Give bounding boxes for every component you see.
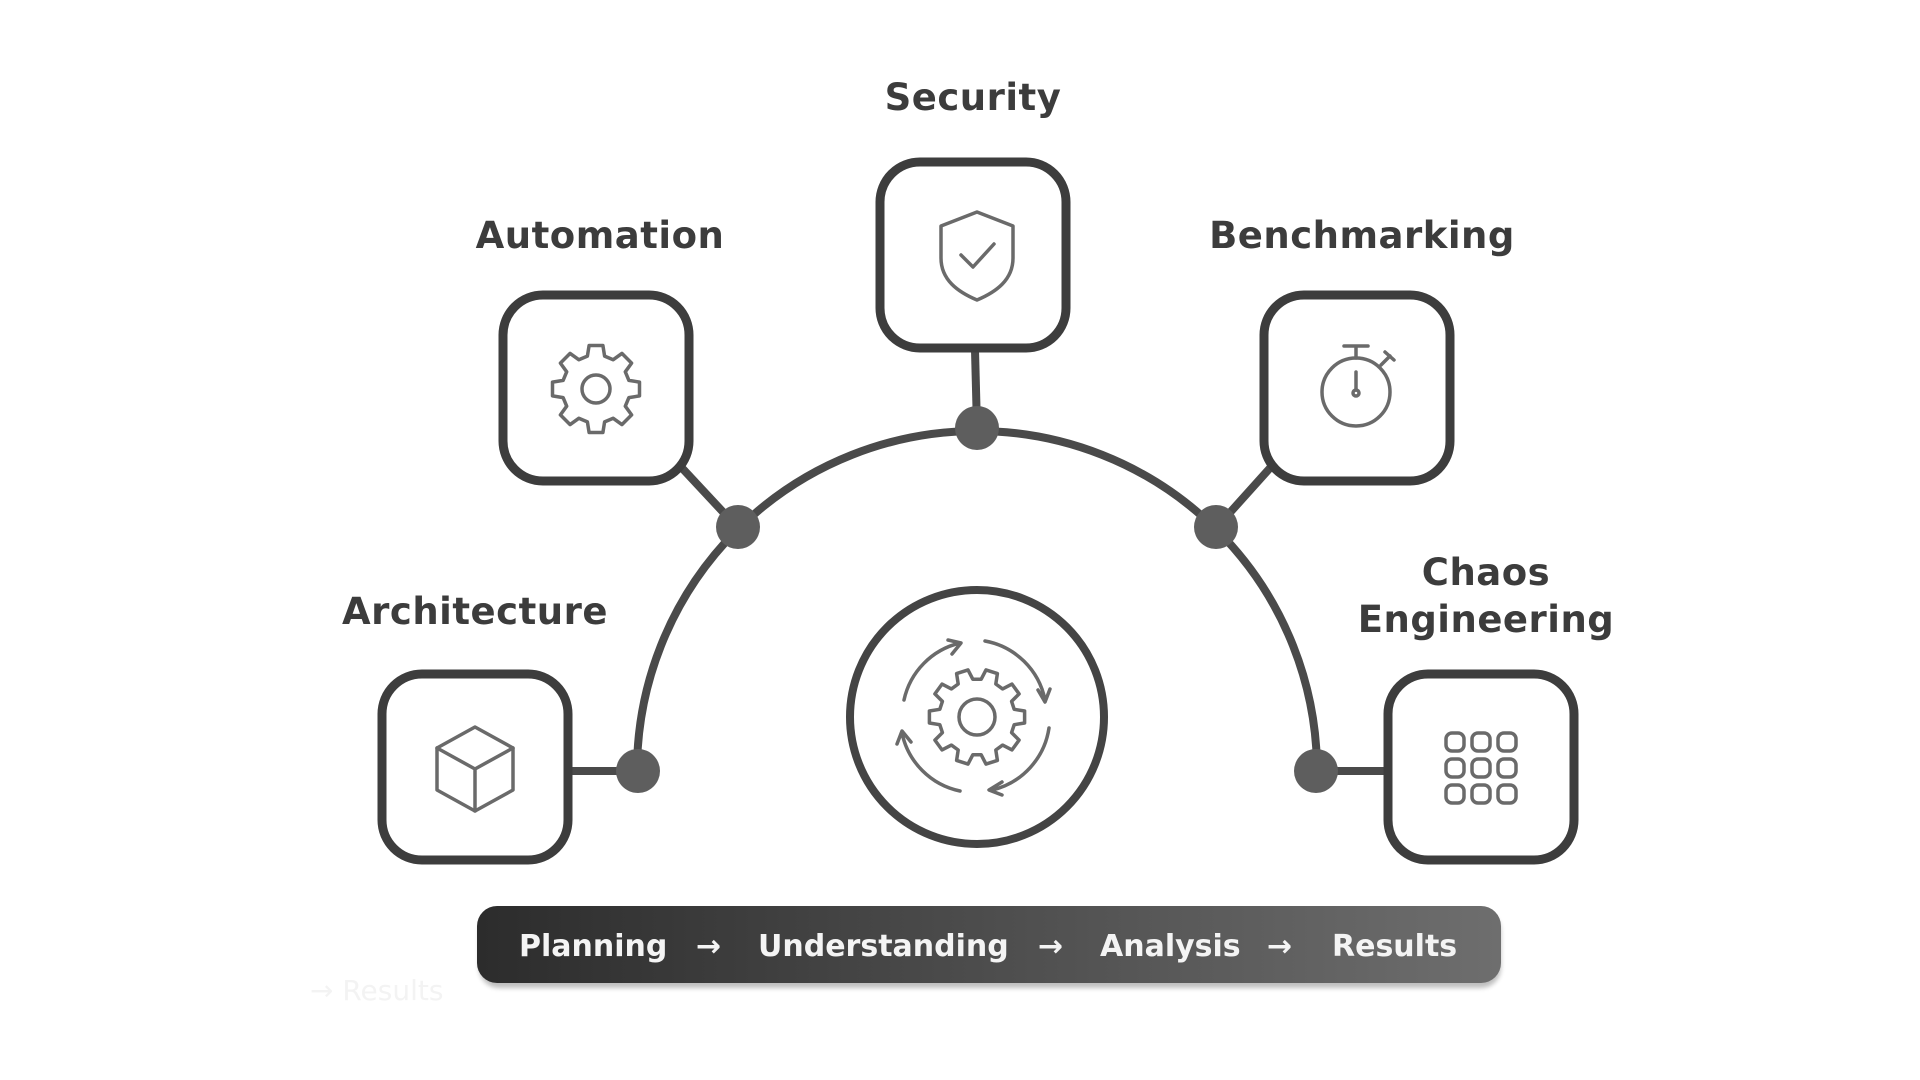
label-chaos-line1: Chaos — [1422, 551, 1550, 594]
cube-icon — [435, 725, 515, 813]
process-bar: Planning → Understanding → Analysis → Re… — [477, 906, 1501, 988]
step-understanding: Understanding — [758, 929, 1009, 964]
node-security[interactable] — [875, 157, 1071, 353]
grid-cell — [1470, 757, 1492, 779]
center-hub — [846, 586, 1108, 848]
grid-icon — [1444, 731, 1518, 805]
grid-cell — [1470, 783, 1492, 805]
label-security: Security — [885, 76, 1062, 119]
gear-icon — [550, 343, 642, 435]
grid-cell — [1496, 783, 1518, 805]
step-planning: Planning — [519, 929, 667, 964]
arrow-icon: → — [696, 929, 721, 964]
label-architecture: Architecture — [342, 590, 608, 633]
node-dot-automation — [716, 505, 760, 549]
step-analysis: Analysis — [1100, 929, 1241, 964]
node-automation[interactable] — [498, 290, 694, 486]
node-chaos-engineering[interactable] — [1383, 669, 1579, 865]
node-dot-benchmarking — [1194, 505, 1238, 549]
grid-cell — [1470, 731, 1492, 753]
grid-cell — [1444, 731, 1466, 753]
label-benchmarking: Benchmarking — [1209, 214, 1515, 257]
arrow-icon: → — [1267, 929, 1292, 964]
stopwatch-icon — [1320, 344, 1396, 428]
grid-cell — [1496, 757, 1518, 779]
ghost-text: → Results — [310, 974, 443, 1007]
node-architecture[interactable] — [377, 669, 573, 865]
grid-cell — [1496, 731, 1518, 753]
node-dot-chaos — [1294, 749, 1338, 793]
node-dot-security — [955, 406, 999, 450]
shield-check-icon — [939, 210, 1015, 302]
step-results: Results — [1332, 929, 1457, 964]
label-automation: Automation — [476, 214, 725, 257]
grid-cell — [1444, 757, 1466, 779]
arrow-icon: → — [1038, 929, 1063, 964]
grid-cell — [1444, 783, 1466, 805]
node-dot-architecture — [616, 749, 660, 793]
label-chaos-line2: Engineering — [1358, 598, 1615, 641]
node-benchmarking[interactable] — [1259, 290, 1455, 486]
gear-cycle-icon — [895, 638, 1052, 797]
